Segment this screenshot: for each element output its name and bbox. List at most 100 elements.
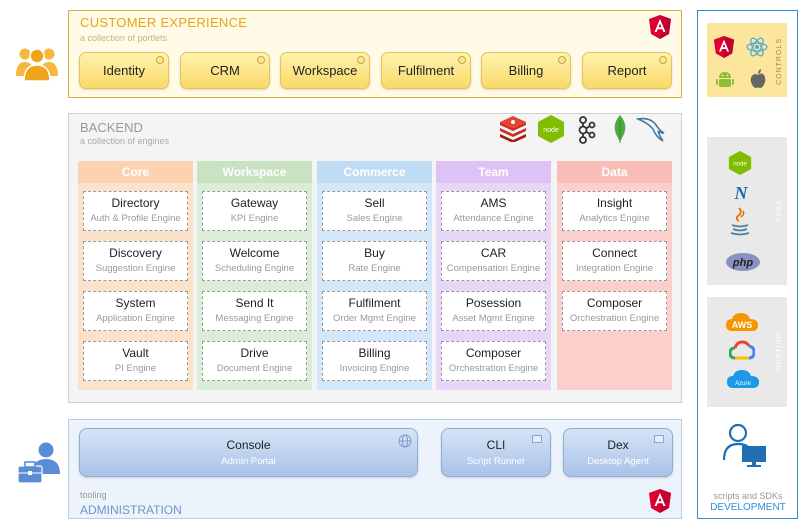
engine-subtitle: Rate Engine — [348, 263, 401, 274]
column-header: Team — [436, 161, 551, 183]
column-header: Commerce — [317, 161, 432, 183]
customer-experience-subtitle: a collection of portlets — [80, 33, 168, 43]
dotnet-icon-text: N — [734, 183, 749, 201]
php-icon-text: php — [732, 257, 753, 269]
mysql-icon — [636, 117, 665, 142]
engine-name: Welcome — [229, 246, 280, 260]
backend-subtitle: a collection of engines — [80, 136, 170, 146]
engine-subtitle: Messaging Engine — [215, 313, 294, 324]
engine-name: Gateway — [230, 196, 279, 210]
portlet-identity[interactable]: Identity — [79, 52, 169, 89]
window-icon — [654, 435, 664, 443]
cli-box[interactable]: CLI Script Runner — [441, 428, 551, 477]
hosting-label: HOSTING — [776, 332, 783, 371]
nodejs-icon: node — [728, 151, 752, 175]
aws-icon: AWS — [726, 313, 758, 331]
engine-name: Connect — [592, 246, 637, 260]
portlet-label: CRM — [210, 63, 240, 78]
backend-title: BACKEND — [80, 120, 143, 135]
engine-card[interactable]: Vault PI Engine — [83, 341, 188, 381]
apple-icon — [750, 69, 766, 88]
nodejs-icon-text: node — [733, 162, 747, 168]
engine-name: Drive — [240, 346, 269, 360]
engine-name: AMS — [480, 196, 507, 210]
administration-tooling-label: tooling — [80, 490, 107, 500]
engine-name: CAR — [480, 246, 507, 260]
engine-name: Send It — [235, 296, 274, 310]
portlet-workspace[interactable]: Workspace — [280, 52, 370, 89]
engine-subtitle: Sales Engine — [346, 213, 403, 224]
console-subtitle: Admin Portal — [221, 456, 276, 467]
nodejs-icon-text: node — [543, 127, 559, 134]
dex-label: Dex — [607, 438, 629, 452]
customer-experience-title: CUSTOMER EXPERIENCE — [80, 15, 248, 30]
users-icon — [16, 48, 58, 82]
engine-name: Discovery — [109, 246, 162, 260]
engine-subtitle: Application Engine — [96, 313, 175, 324]
controls-label: CONTROLS — [776, 38, 783, 85]
engine-card[interactable]: Send It Messaging Engine — [202, 291, 307, 331]
android-icon — [716, 72, 734, 87]
engine-subtitle: Orchestration Engine — [569, 313, 660, 324]
globe-icon — [398, 434, 412, 448]
kafka-icon — [578, 116, 596, 144]
engine-name: Vault — [122, 346, 149, 360]
dex-subtitle: Desktop Agent — [587, 456, 649, 467]
angular-icon — [713, 36, 735, 58]
cli-label: CLI — [486, 438, 506, 452]
console-box[interactable]: Console Admin Portal — [79, 428, 418, 477]
portlet-crm[interactable]: CRM — [180, 52, 270, 89]
dotnet-icon: N — [734, 183, 749, 201]
engine-name: Insight — [596, 196, 633, 210]
customer-experience-panel — [68, 10, 682, 98]
engine-name: Sell — [364, 196, 385, 210]
engine-subtitle: Document Engine — [216, 363, 293, 374]
engine-name: Buy — [364, 246, 385, 260]
column-header: Core — [78, 161, 193, 183]
console-label: Console — [226, 438, 271, 452]
engine-name: Composer — [465, 346, 522, 360]
engine-subtitle: KPI Engine — [230, 213, 279, 224]
developer-icon — [722, 423, 766, 467]
azure-icon: Azure — [727, 370, 759, 388]
engine-subtitle: Suggestion Engine — [95, 263, 176, 274]
portlet-label: Identity — [103, 63, 145, 78]
engine-subtitle: Auth & Profile Engine — [90, 213, 181, 224]
portlet-label: Billing — [508, 63, 544, 78]
development-footer: scripts and SDKs — [713, 491, 783, 501]
engine-name: System — [115, 296, 156, 310]
mongodb-icon — [614, 115, 626, 143]
engine-subtitle: Invoicing Engine — [339, 363, 410, 374]
azure-icon-text: Azure — [735, 381, 751, 387]
column-header: Workspace — [197, 161, 312, 183]
engine-subtitle: PI Engine — [114, 363, 157, 374]
portlet-label: Workspace — [292, 63, 358, 78]
portlet-billing[interactable]: Billing — [481, 52, 571, 89]
dex-box[interactable]: Dex Desktop Agent — [563, 428, 673, 477]
cli-subtitle: Script Runner — [466, 456, 526, 467]
portlet-fulfilment[interactable]: Fulfilment — [381, 52, 471, 89]
portlet-report[interactable]: Report — [582, 52, 672, 89]
java-icon — [730, 207, 750, 236]
